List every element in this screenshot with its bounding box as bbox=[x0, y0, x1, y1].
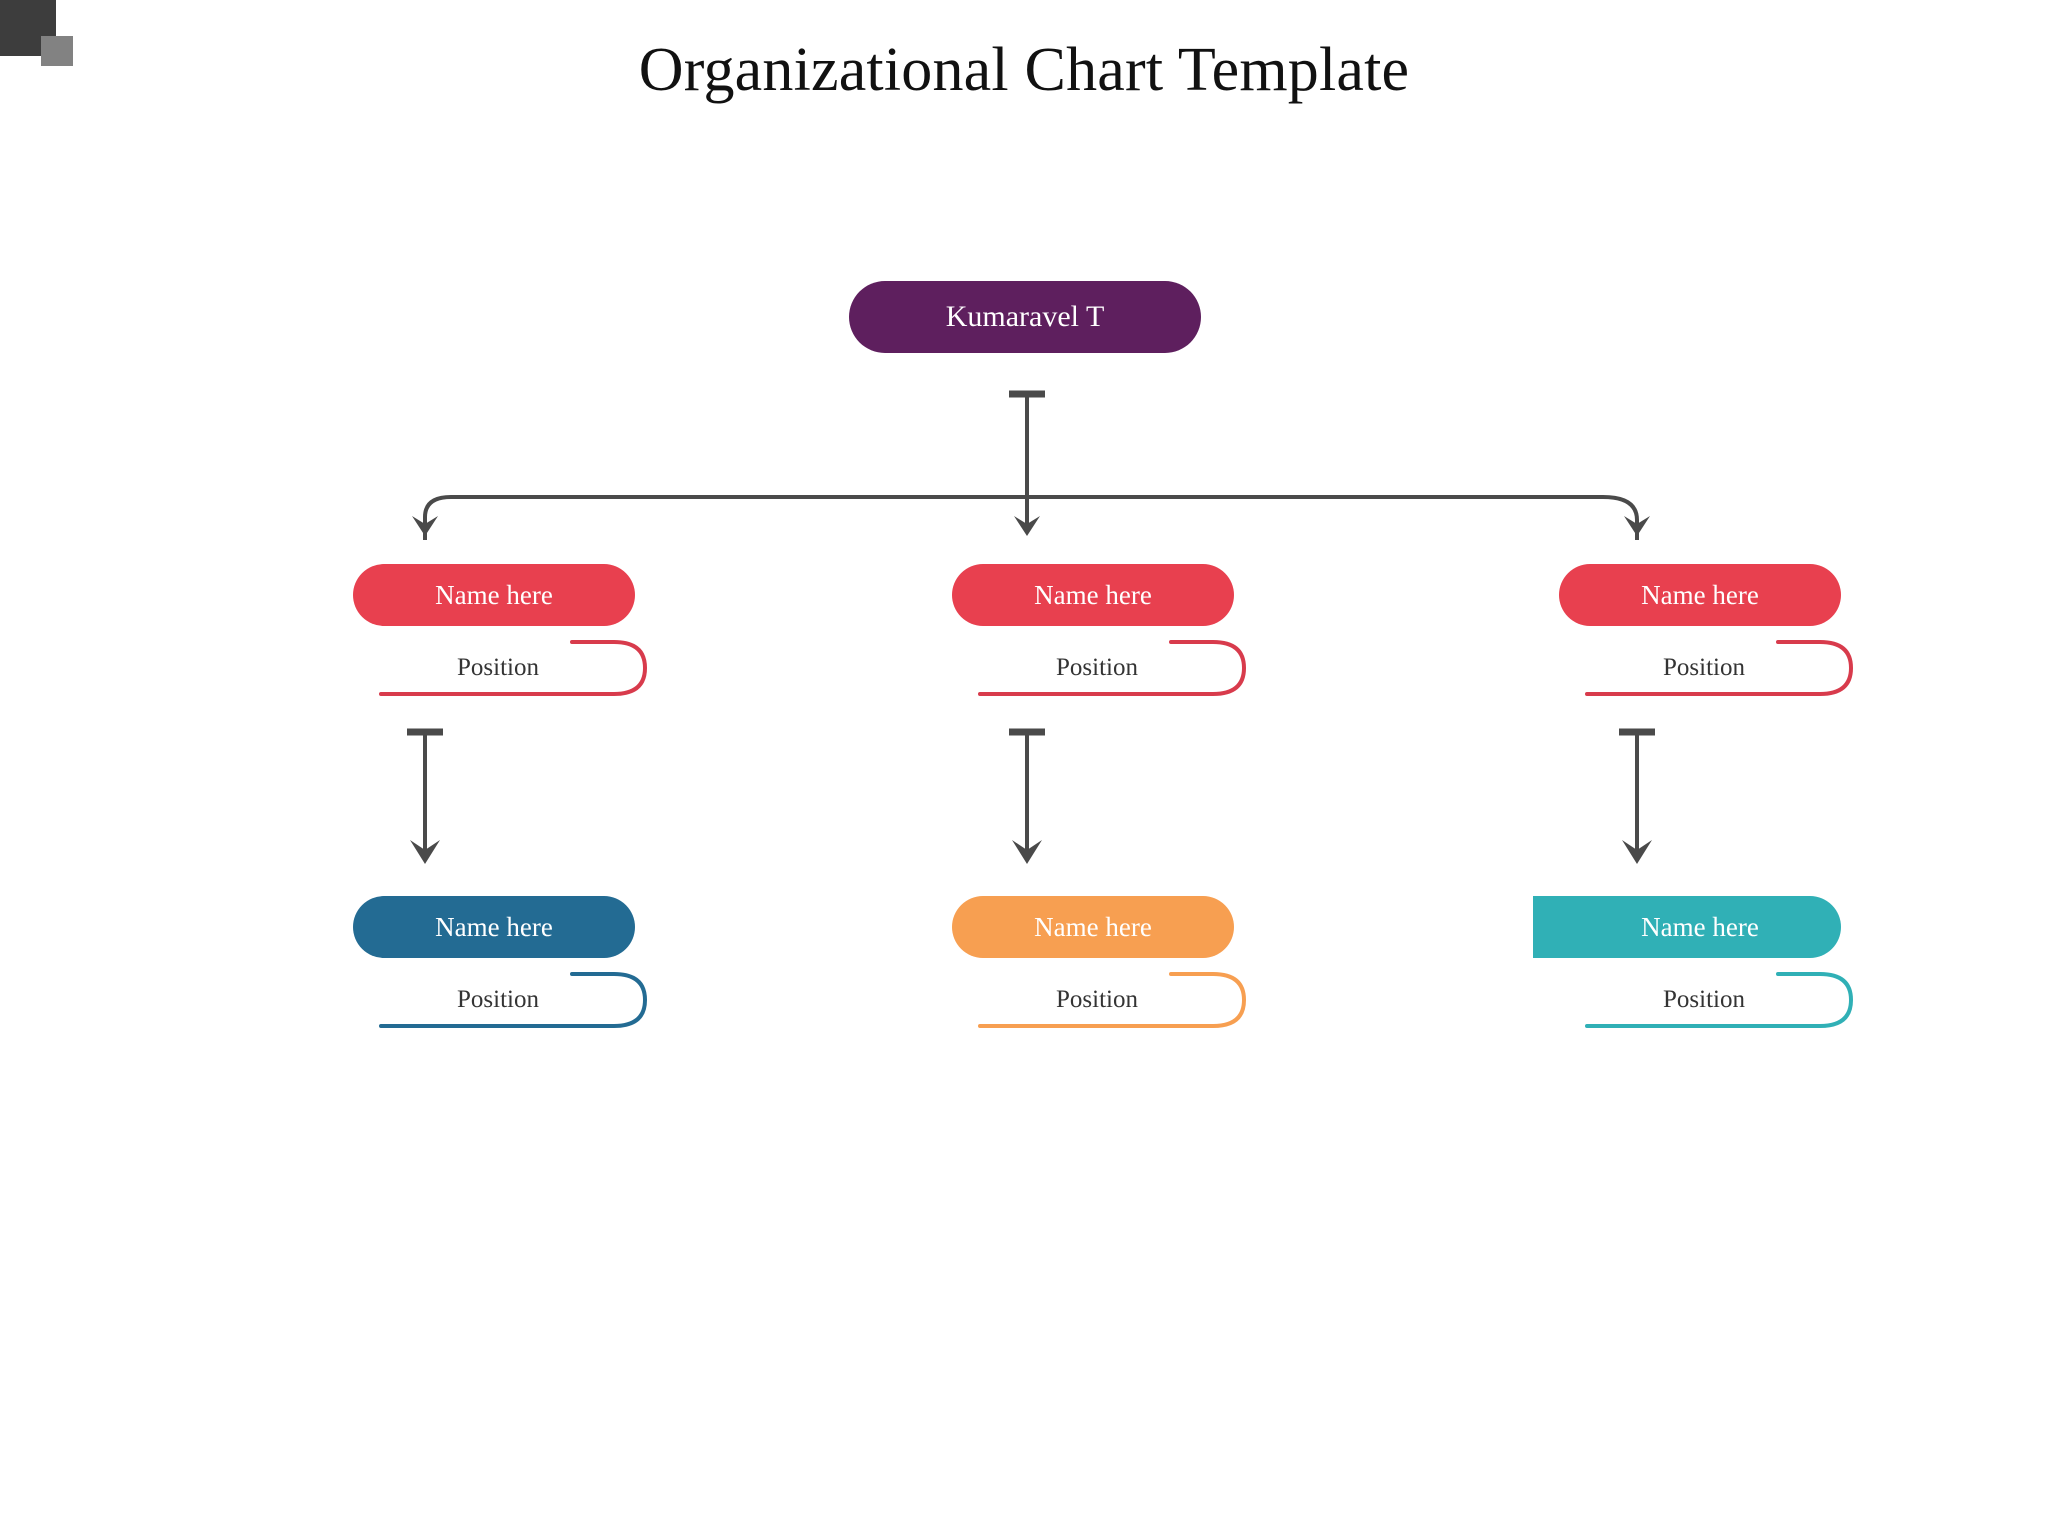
node-l2-col3-name: Name here bbox=[1641, 911, 1759, 942]
node-l1-col1-name-pill[interactable]: Name here bbox=[353, 564, 635, 626]
node-l1-col2-name: Name here bbox=[1034, 579, 1152, 610]
node-l1-col3-name-pill[interactable]: Name here bbox=[1559, 564, 1841, 626]
node-group-l1-col1: Name here Position bbox=[353, 564, 648, 697]
position-outline bbox=[978, 972, 1247, 1028]
position-outline bbox=[379, 972, 648, 1028]
node-l1-col3-position: Position bbox=[1663, 654, 1745, 681]
position-outline bbox=[978, 640, 1247, 696]
arrow-left-1 bbox=[412, 516, 438, 536]
node-l1-col2-name-pill[interactable]: Name here bbox=[952, 564, 1234, 626]
node-root[interactable]: Kumaravel T bbox=[849, 281, 1201, 353]
arrow-right-1 bbox=[1624, 516, 1650, 536]
node-group-l1-col2: Name here Position bbox=[952, 564, 1247, 697]
node-l2-col2-name: Name here bbox=[1034, 911, 1152, 942]
arrowheads-row-1 bbox=[412, 516, 1650, 536]
node-l1-col3-position-pill[interactable]: Position bbox=[1567, 639, 1854, 697]
bus-line bbox=[423, 495, 1639, 540]
arrow-center-2 bbox=[1012, 840, 1042, 864]
node-l2-col3-position: Position bbox=[1663, 986, 1745, 1013]
decorative-square-gray bbox=[41, 36, 73, 66]
node-l1-col2-position-pill[interactable]: Position bbox=[960, 639, 1247, 697]
node-group-l1-col3: Name here Position bbox=[1559, 564, 1854, 697]
node-l2-col2-position: Position bbox=[1056, 986, 1138, 1013]
page-title: Organizational Chart Template bbox=[638, 36, 1410, 104]
node-l2-col1-position: Position bbox=[457, 986, 539, 1013]
position-outline bbox=[1585, 640, 1854, 696]
arrowheads-row-2 bbox=[410, 840, 1652, 864]
node-l1-col3-name: Name here bbox=[1641, 579, 1759, 610]
node-l2-col2-position-pill[interactable]: Position bbox=[960, 971, 1247, 1029]
position-outline bbox=[1585, 972, 1854, 1028]
node-l1-col1-name: Name here bbox=[435, 579, 553, 610]
node-root-name: Kumaravel T bbox=[945, 300, 1105, 333]
node-l1-col2-position: Position bbox=[1056, 654, 1138, 681]
node-l2-col1-name-pill[interactable]: Name here bbox=[353, 896, 635, 958]
node-l2-col1-name: Name here bbox=[435, 911, 553, 942]
node-l1-col1-position-pill[interactable]: Position bbox=[361, 639, 648, 697]
position-outline bbox=[379, 640, 648, 696]
arrow-left-2 bbox=[410, 840, 440, 864]
node-l2-col3-position-pill[interactable]: Position bbox=[1567, 971, 1854, 1029]
node-l2-col1-position-pill[interactable]: Position bbox=[361, 971, 648, 1029]
node-group-l2-col1: Name here Position bbox=[353, 896, 648, 1029]
arrow-right-2 bbox=[1622, 840, 1652, 864]
node-l2-col3-name-pill[interactable]: Name here bbox=[1533, 896, 1841, 958]
arrow-center-1 bbox=[1014, 516, 1040, 536]
node-group-l2-col2: Name here Position bbox=[952, 896, 1247, 1029]
node-group-l2-col3: Name here Position bbox=[1533, 896, 1854, 1029]
node-l1-col1-position: Position bbox=[457, 654, 539, 681]
node-l2-col2-name-pill[interactable]: Name here bbox=[952, 896, 1234, 958]
pill-notch bbox=[1533, 896, 1561, 958]
